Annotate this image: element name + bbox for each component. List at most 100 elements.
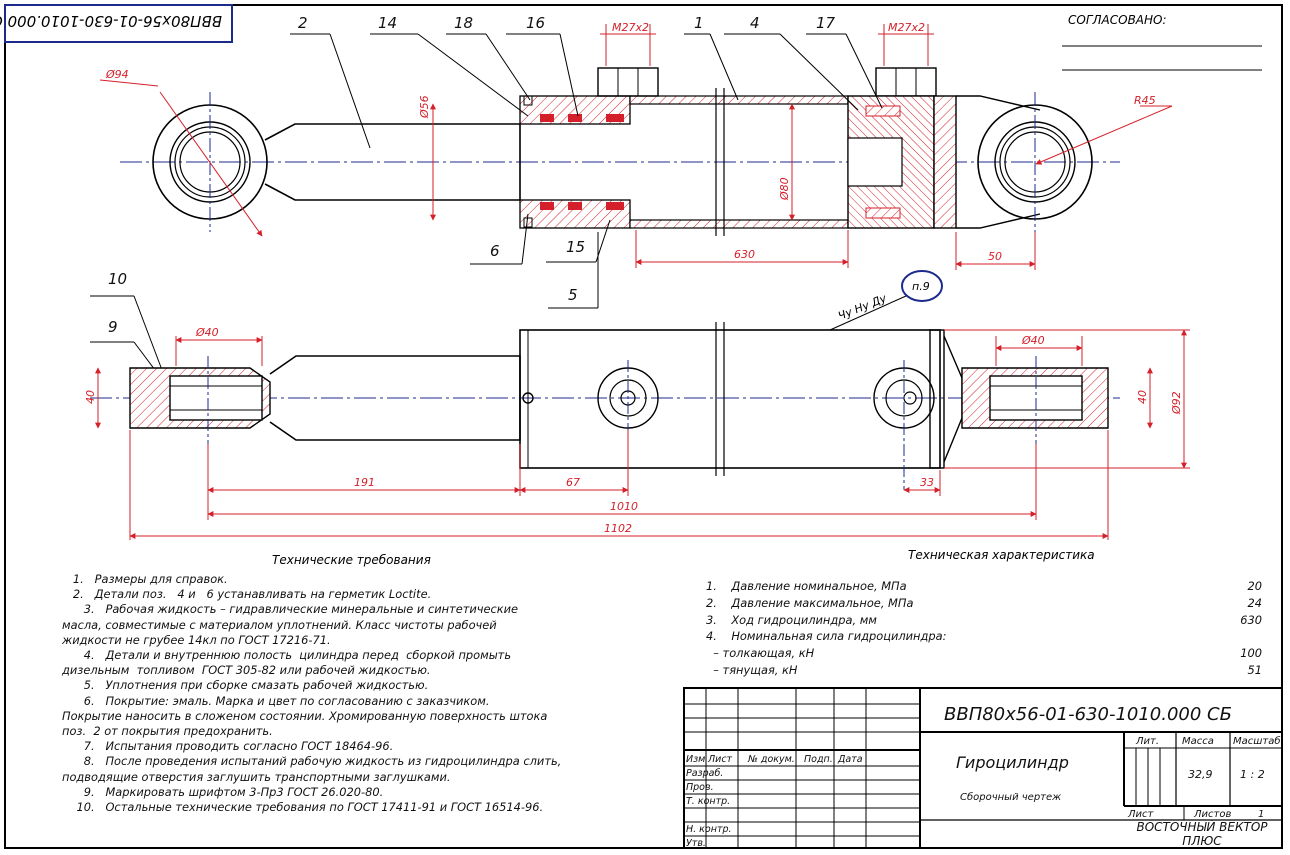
dim-1102: 1102 [604, 522, 632, 535]
pos-1: 1 [694, 14, 704, 32]
tb-sheet-label: Лист [1127, 809, 1155, 820]
tech-char-label: 3. Ход гидроцилиндра, мм [706, 612, 877, 627]
dim-191: 191 [354, 476, 375, 489]
pos-6: 6 [490, 242, 500, 260]
tech-req-line: жидкости не грубее 14кл по ГОСТ 17216-71… [62, 632, 331, 647]
sheet-frame [4, 4, 1283, 849]
dim-d40-right: Ø40 [1021, 334, 1045, 347]
tb-row-nkontr: Н. контр. [686, 824, 732, 835]
roughness-ref: п.9 [912, 280, 930, 293]
pos-15: 15 [566, 238, 585, 256]
tech-char-value: 51 [1247, 662, 1263, 677]
top-section-view [120, 67, 1120, 236]
tech-req-line: поз. 2 от покрытия предохранить. [62, 724, 273, 739]
tb-col-doc: № докум. [747, 754, 795, 765]
tech-char-label: 2. Давление максимальное, МПа [706, 595, 914, 610]
tech-req-line: 1. Размеры для справок. [62, 572, 228, 586]
dim-d80: Ø80 [778, 177, 791, 201]
tb-row-utv: Утв. [686, 838, 706, 849]
tech-char-value: 20 [1247, 579, 1263, 593]
pos-10: 10 [108, 270, 127, 288]
approval-label: СОГЛАСОВАНО: [1068, 13, 1167, 27]
tech-char-row: – толкающая, кН 100 [706, 645, 1262, 662]
corner-stamp-text: ВВП80х56-01-630-1010.000 СБ [0, 12, 222, 30]
tech-req-line: 8. После проведения испытаний рабочую жи… [62, 754, 562, 769]
tech-char-title: Техническая характеристика [908, 548, 1095, 562]
tech-req-line: 9. Маркировать шрифтом 3-Пр3 ГОСТ 26.020… [62, 784, 384, 799]
tech-char-row: 1. Давление номинальное, МПа 20 [706, 578, 1262, 595]
tb-doc-type: Сборочный чертеж [960, 791, 1061, 803]
technical-requirements: 1. Размеры для справок. 2. Детали поз. 4… [62, 572, 682, 815]
position-leaders: 2 14 18 16 1 4 17 6 15 5 10 9 [90, 14, 883, 391]
dim-r45: R45 [1134, 94, 1156, 107]
dim-67: 67 [566, 476, 580, 489]
dim-d56: Ø56 [418, 95, 431, 119]
bottom-dimensions: Ø40 40 Ø40 40 Ø92 191 67 33 1010 1102 [84, 326, 1190, 540]
dim-50: 50 [988, 250, 1002, 263]
tb-col-date: Дата [837, 754, 863, 765]
tech-char-row: 3. Ход гидроцилиндра, мм 630 [706, 612, 1262, 629]
tech-char-row: – тянущая, кН 51 [706, 662, 1262, 679]
pos-9: 9 [108, 318, 118, 336]
pos-5: 5 [568, 286, 578, 304]
tech-req-line: масла, совместимые с материалом уплотнен… [62, 617, 497, 632]
title-block [683, 687, 1283, 849]
title-block-text: ВВП80х56-01-630-1010.000 СБ Гироцилиндр … [686, 704, 1281, 849]
tb-row-prov: Пров. [686, 782, 714, 793]
tech-char-label: – толкающая, кН [706, 646, 815, 661]
tb-mass-value: 32,9 [1188, 768, 1213, 781]
dim-40-right: 40 [1136, 390, 1149, 404]
pos-2: 2 [298, 14, 308, 32]
pos-18: 18 [454, 14, 473, 32]
dim-33: 33 [920, 476, 934, 489]
pos-4: 4 [750, 14, 760, 32]
tb-sheets-value: 1 [1258, 809, 1264, 820]
dim-1010: 1010 [610, 500, 638, 513]
tech-char-label: 4. Номинальная сила гидроцилиндра: [706, 629, 947, 644]
tb-mass-label: Масса [1182, 736, 1214, 747]
tech-char-row: 4. Номинальная сила гидроцилиндра: [706, 628, 1262, 645]
tech-char-value: 24 [1247, 595, 1263, 610]
tech-req-line: 6. Покрытие: эмаль. Марка и цвет по согл… [62, 693, 490, 708]
tb-designation: ВВП80х56-01-630-1010.000 СБ [944, 704, 1232, 725]
tech-req-line: 2. Детали поз. 4 и 6 устанавливать на ге… [62, 587, 432, 602]
top-dimensions: Ø94 Ø56 M27x2 M27x2 R45 Ø80 630 50 [99, 21, 1173, 270]
tech-char-label: 1. Давление номинальное, МПа [706, 579, 907, 593]
dim-d94: Ø94 [105, 68, 129, 81]
pos-16: 16 [526, 14, 545, 32]
tech-req-line: Покрытие наносить в сложеном состоянии. … [62, 708, 548, 723]
tb-col-list: Лист [707, 754, 733, 765]
technical-characteristics: 1. Давление номинальное, МПа 20 2. Давлени… [706, 578, 1262, 679]
bottom-side-view [90, 322, 1120, 490]
dim-m27-right: M27x2 [888, 21, 925, 34]
tech-req-line: подводящие отверстия заглушить транспорт… [62, 769, 451, 784]
dim-630: 630 [734, 248, 755, 261]
tb-org-line2: ПЛЮС [1182, 834, 1222, 848]
tech-req-line: дизельным топливом ГОСТ 305-82 или рабоч… [62, 663, 431, 678]
corner-stamp: ВВП80х56-01-630-1010.000 СБ [0, 4, 233, 43]
pos-17: 17 [816, 14, 836, 32]
tech-req-line: 4. Детали и внутреннюю полость цилиндра … [62, 648, 512, 663]
tech-char-value: 630 [1240, 612, 1262, 627]
tb-org-line1: ВОСТОЧНЫЙ ВЕКТОР [1136, 819, 1268, 834]
tb-row-tkontr: Т. контр. [686, 796, 730, 807]
dim-m27-left: M27x2 [612, 21, 649, 34]
tb-lit-label: Лит. [1135, 736, 1159, 747]
tb-col-izm: Изм [686, 754, 705, 765]
tech-req-line: 5. Уплотнения при сборке смазать рабочей… [62, 678, 429, 693]
tb-row-razrab: Разраб. [686, 768, 723, 779]
tech-char-value: 100 [1240, 646, 1262, 661]
tech-req-line: 3. Рабочая жидкость – гидравлические мин… [62, 602, 519, 617]
tb-col-sign: Подп. [804, 754, 833, 765]
tech-req-line: 10. Остальные технические требования по … [62, 800, 544, 815]
tech-req-line: 7. Испытания проводить согласно ГОСТ 184… [62, 739, 394, 754]
pos-14: 14 [378, 14, 397, 32]
tech-char-label: – тянущая, кН [706, 662, 798, 677]
tech-char-row: 2. Давление максимальное, МПа 24 [706, 595, 1262, 612]
tb-sheets-label: Листов [1193, 809, 1231, 820]
tb-name: Гироцилиндр [956, 753, 1069, 772]
dim-40-left: 40 [84, 390, 97, 404]
tech-req-title: Технические требования [272, 553, 431, 567]
tb-scale-value: 1 : 2 [1240, 768, 1265, 781]
